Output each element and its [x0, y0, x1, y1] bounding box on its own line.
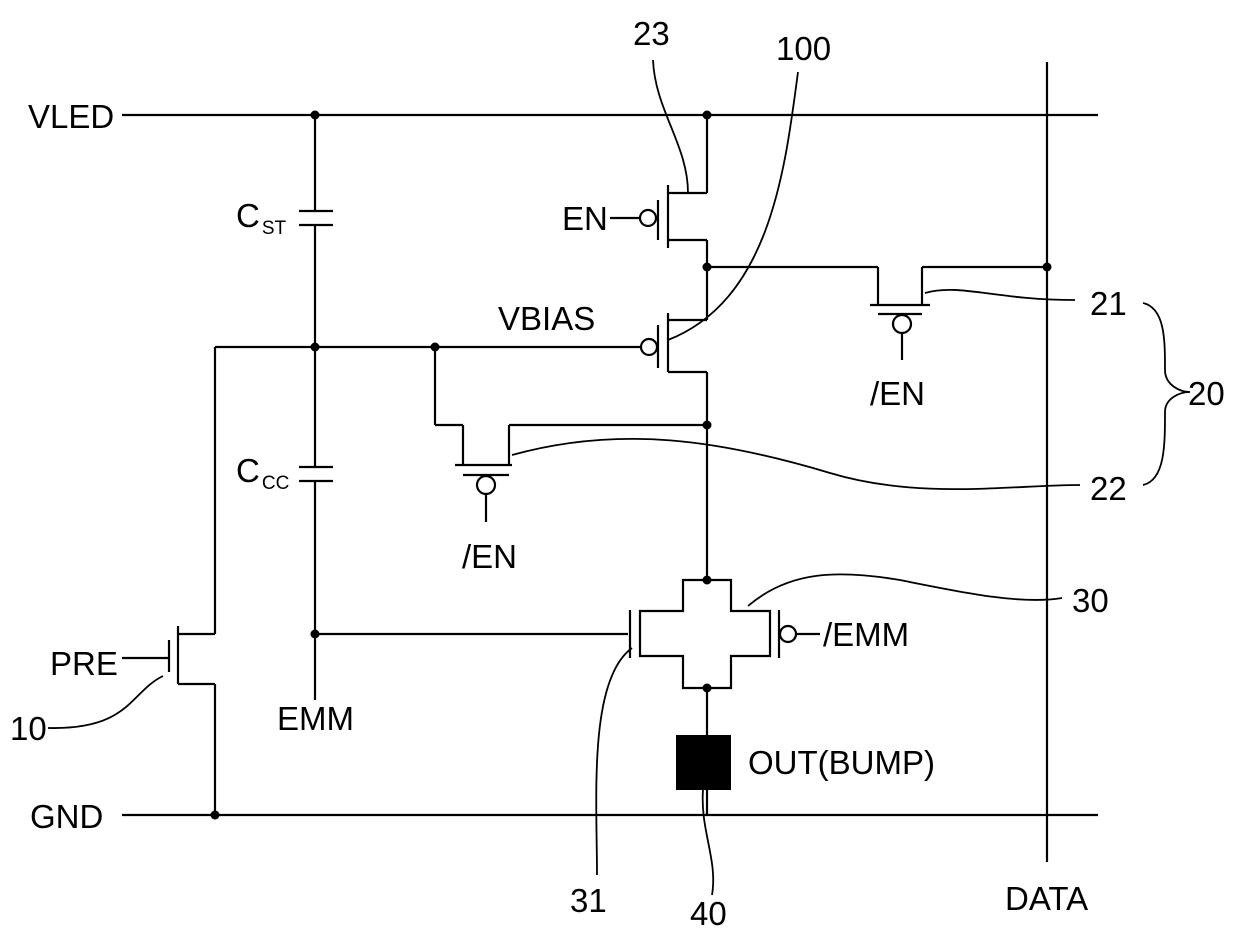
- ref-40: 40: [690, 895, 727, 932]
- cst-main: C: [236, 197, 260, 234]
- transistor-23-en: [610, 185, 707, 248]
- cst-label: CST: [236, 197, 287, 239]
- emm-bar-label: /EMM: [823, 616, 909, 653]
- ref-31: 31: [570, 882, 607, 919]
- gnd-label: GND: [30, 798, 103, 835]
- emm-label: EMM: [277, 700, 354, 737]
- ref-100: 100: [776, 30, 831, 67]
- data-label: DATA: [1005, 880, 1088, 917]
- ccc-main: C: [236, 452, 260, 489]
- capacitor-cst: [299, 115, 333, 347]
- ref-10: 10: [10, 710, 47, 747]
- ref-22: 22: [1090, 470, 1127, 507]
- transistor-10-pre: [122, 347, 215, 815]
- pre-label: PRE: [50, 645, 118, 682]
- vbias-label: VBIAS: [498, 300, 595, 337]
- output-bump-40: [676, 735, 731, 790]
- ccc-sub: CC: [262, 473, 289, 494]
- vled-label: VLED: [28, 98, 114, 135]
- ref-20: 20: [1188, 375, 1225, 412]
- cst-sub: ST: [262, 218, 287, 239]
- en-bar-label-21: /EN: [870, 375, 925, 412]
- en-label: EN: [562, 200, 608, 237]
- transistor-21: [707, 267, 1047, 360]
- transistor-22: [435, 347, 707, 522]
- output-label: OUT(BUMP): [748, 744, 935, 781]
- en-bar-label-22: /EN: [462, 538, 517, 575]
- ref-23: 23: [633, 15, 670, 52]
- transistor-100-vbias: [641, 313, 707, 372]
- ref-30: 30: [1072, 582, 1109, 619]
- ccc-label: CCC: [236, 452, 289, 494]
- capacitor-ccc: [299, 347, 333, 700]
- transmission-gate-30: [630, 580, 820, 688]
- leader-lines: [48, 60, 1190, 895]
- ref-21: 21: [1090, 285, 1127, 322]
